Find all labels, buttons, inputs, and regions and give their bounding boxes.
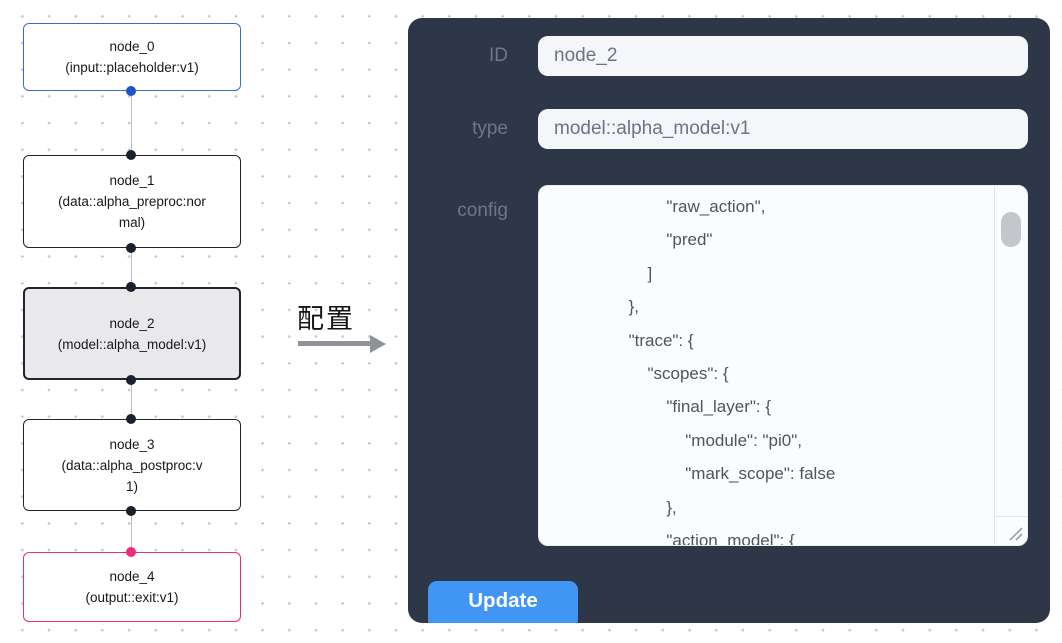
resize-grip-icon[interactable] bbox=[1006, 524, 1024, 542]
arrow-right-icon-head bbox=[370, 334, 386, 353]
config-scrollbar[interactable] bbox=[994, 186, 1027, 545]
node-title: node_3 bbox=[109, 436, 155, 452]
input-port-node1[interactable] bbox=[126, 150, 136, 160]
node-title: node_0 bbox=[109, 39, 155, 54]
node-node_4[interactable]: node_4 (output::exit:v1) bbox=[23, 552, 241, 622]
node-node_1[interactable]: node_1 (data::alpha_preproc:normal) bbox=[23, 155, 241, 248]
edge-node0-node1 bbox=[130, 91, 132, 155]
id-field-label: ID bbox=[489, 45, 508, 66]
edge-node1-node2 bbox=[130, 248, 132, 287]
node-subtitle: (output::exit:v1) bbox=[85, 590, 179, 605]
arrow-right-icon bbox=[298, 341, 371, 346]
config-panel: ID type config "raw_action", "pred" ] },… bbox=[408, 18, 1050, 623]
node-title: node_2 bbox=[109, 315, 155, 331]
node-node_2-selected[interactable]: node_2 (model::alpha_model:v1) bbox=[23, 287, 241, 380]
node-node_3[interactable]: node_3 (data::alpha_postproc:v1) bbox=[23, 419, 241, 511]
output-port-node0[interactable] bbox=[126, 86, 136, 96]
input-port-node3[interactable] bbox=[126, 414, 136, 424]
node-title: node_4 bbox=[109, 569, 155, 584]
node-node_0[interactable]: node_0 (input::placeholder:v1) bbox=[23, 23, 241, 91]
type-input[interactable] bbox=[538, 109, 1028, 149]
type-field-label: type bbox=[472, 118, 508, 139]
output-port-node2[interactable] bbox=[126, 375, 136, 385]
node-subtitle: (data::alpha_postproc:v1) bbox=[61, 457, 203, 494]
config-json-text: "raw_action", "pred" ] }, "trace": { "sc… bbox=[628, 197, 836, 545]
id-input[interactable] bbox=[538, 36, 1028, 76]
scrollbar-corner bbox=[994, 516, 1027, 545]
input-port-node2[interactable] bbox=[126, 282, 136, 292]
output-port-node3[interactable] bbox=[126, 506, 136, 516]
config-field-label: config bbox=[457, 200, 508, 221]
node-title: node_1 bbox=[109, 173, 155, 188]
input-port-node4[interactable] bbox=[126, 547, 136, 557]
scrollbar-thumb[interactable] bbox=[1001, 212, 1021, 247]
config-annotation-label: 配置 bbox=[297, 304, 355, 334]
update-button[interactable]: Update bbox=[428, 581, 578, 623]
node-subtitle: (data::alpha_preproc:normal) bbox=[58, 194, 206, 230]
node-subtitle: (model::alpha_model:v1) bbox=[57, 336, 207, 352]
output-port-node1[interactable] bbox=[126, 243, 136, 253]
edge-node2-node3 bbox=[130, 380, 132, 419]
node-subtitle: (input::placeholder:v1) bbox=[65, 60, 199, 75]
config-textarea[interactable]: "raw_action", "pred" ] }, "trace": { "sc… bbox=[538, 185, 1028, 546]
edge-node3-node4 bbox=[130, 511, 132, 552]
